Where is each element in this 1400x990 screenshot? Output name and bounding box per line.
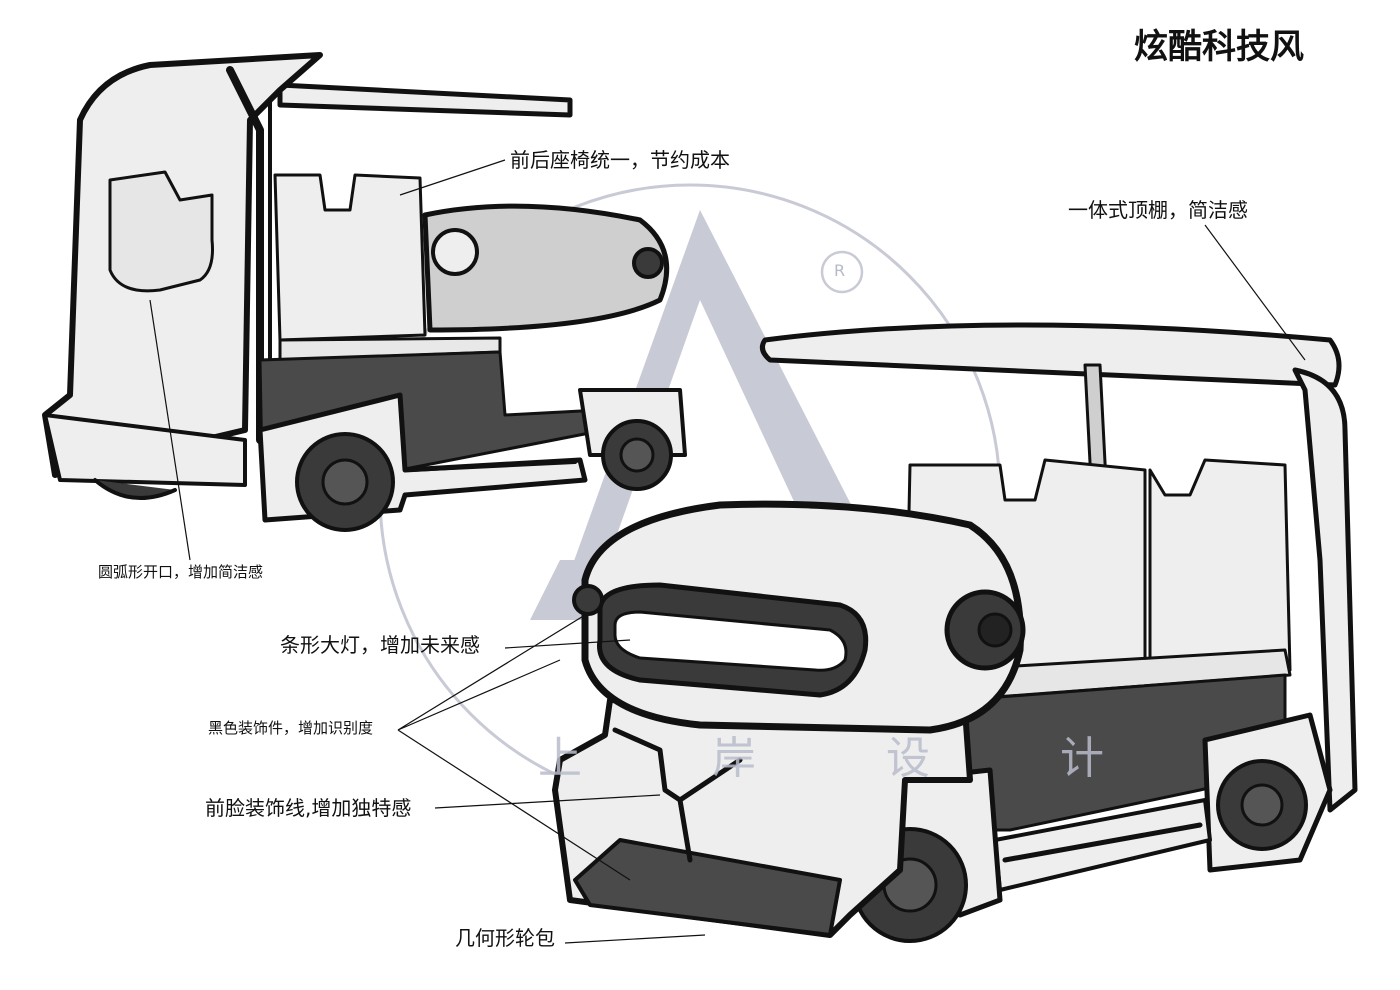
annotation-headlight: 条形大灯，增加未来感 (280, 633, 480, 657)
annotation-black-trim: 黑色装饰件，增加识别度 (208, 719, 374, 737)
page-title: 炫酷科技风 (1134, 27, 1304, 67)
leader-headlight (504, 639, 631, 649)
watermark-text: 上 岸 设 计 (538, 733, 1162, 784)
leader-black-trim (397, 614, 586, 731)
leader-front-line (434, 794, 661, 809)
leader-black-trim-2 (397, 729, 631, 881)
annotation-front-line: 前脸装饰线,增加独特感 (205, 796, 412, 820)
leader-wheel-arch (564, 934, 706, 944)
front-roof-panel (759, 322, 1342, 388)
registered-mark: R (834, 261, 846, 280)
annotation-seats: 前后座椅统一，节约成本 (510, 148, 730, 172)
front-vehicle-sketch (552, 322, 1358, 943)
annotation-leader-lines (149, 159, 1306, 944)
black-trim-piece (573, 838, 842, 937)
annotation-arc-opening: 圆弧形开口，增加简洁感 (98, 563, 264, 581)
annotation-roof: 一体式顶棚，简洁感 (1068, 198, 1248, 222)
rear-vehicle-sketch (42, 52, 687, 532)
registered-mark-circle (820, 250, 864, 294)
headlight-bar-light (613, 610, 848, 672)
front-face-decor-lines (612, 727, 743, 863)
steering-wheel (431, 228, 479, 276)
leader-roof (1204, 224, 1306, 361)
arc-opening-window (108, 170, 214, 293)
rear-roof-beam (277, 82, 573, 118)
annotation-wheel-arch: 几何形轮包 (455, 926, 555, 950)
leader-arc-opening (149, 299, 191, 561)
leader-seats (399, 159, 506, 196)
